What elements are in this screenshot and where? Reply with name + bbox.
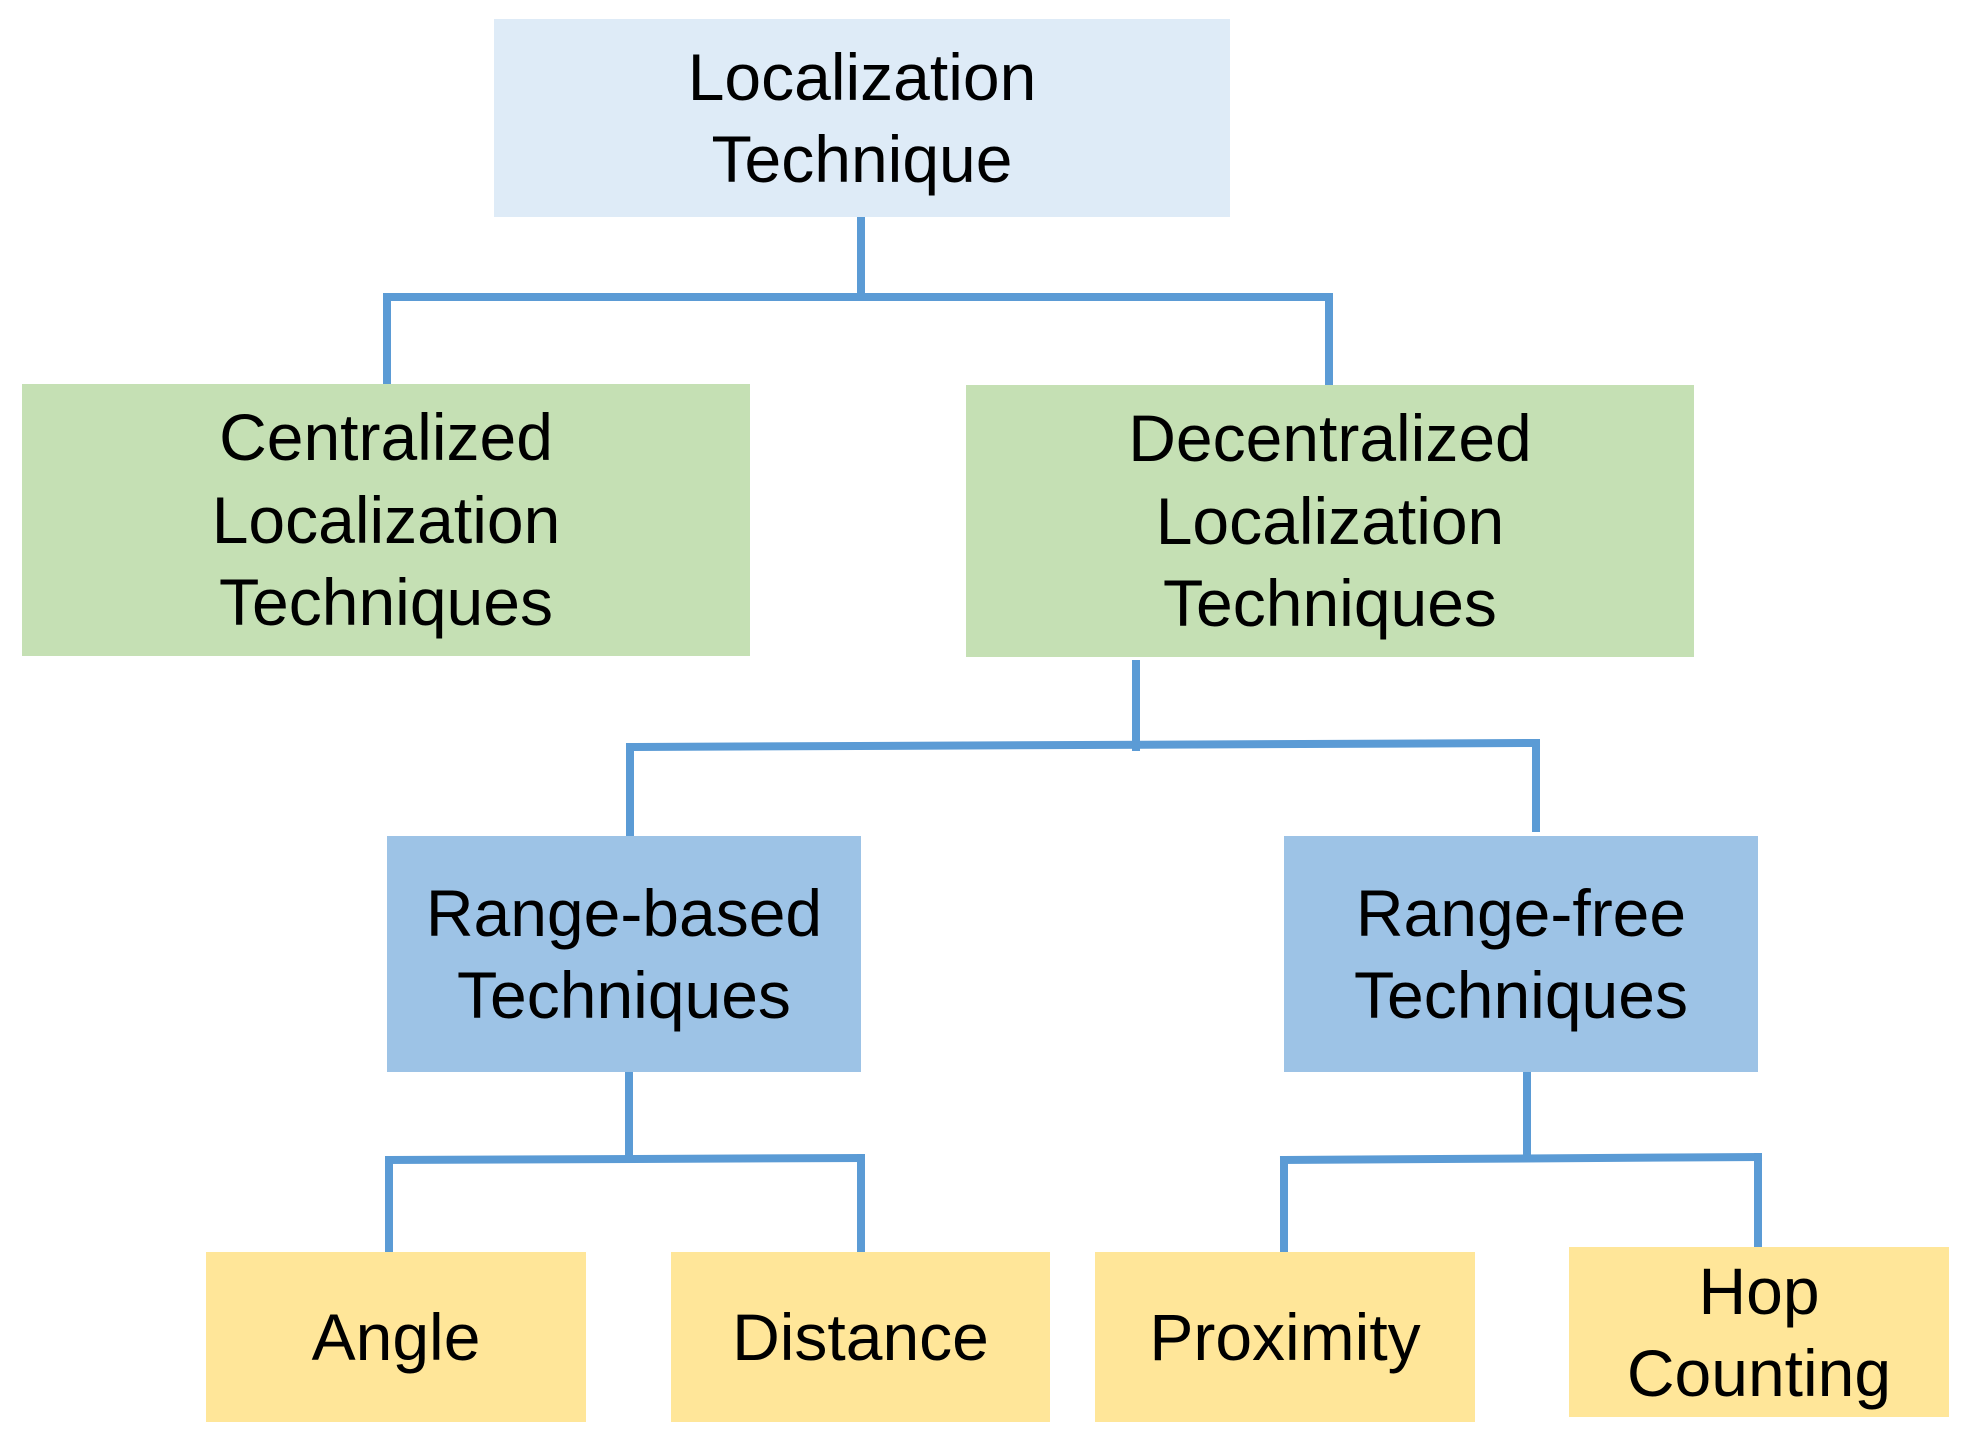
connector-decent-branch [625, 738, 1541, 752]
node-proximity-label: Proximity [1149, 1299, 1421, 1374]
node-angle: Angle [206, 1252, 586, 1422]
node-distance: Distance [671, 1252, 1050, 1422]
node-range-free-label: Range-free Techniques [1354, 875, 1688, 1033]
node-distance-label: Distance [732, 1299, 989, 1374]
connector-rfree-branch [1279, 1152, 1763, 1165]
node-angle-label: Angle [311, 1299, 481, 1374]
node-hop-counting: Hop Counting [1569, 1247, 1949, 1417]
node-range-free-techniques: Range-free Techniques [1284, 836, 1758, 1072]
node-decentralized-localization-techniques: Decentralized Localization Techniques [966, 385, 1694, 657]
connector-rbased-branch [384, 1153, 866, 1165]
node-centralized-localization-techniques: Centralized Localization Techniques [22, 384, 750, 656]
node-centralized-label: Centralized Localization Techniques [211, 400, 561, 640]
node-localization-technique-label: Localization Technique [687, 39, 1037, 197]
node-hop-counting-label: Hop Counting [1626, 1253, 1892, 1411]
node-proximity: Proximity [1095, 1252, 1475, 1422]
node-range-based-label: Range-based Techniques [425, 875, 823, 1033]
node-range-based-techniques: Range-based Techniques [387, 836, 861, 1072]
node-localization-technique: Localization Technique [494, 19, 1230, 217]
node-decentralized-label: Decentralized Localization Techniques [1128, 401, 1532, 641]
